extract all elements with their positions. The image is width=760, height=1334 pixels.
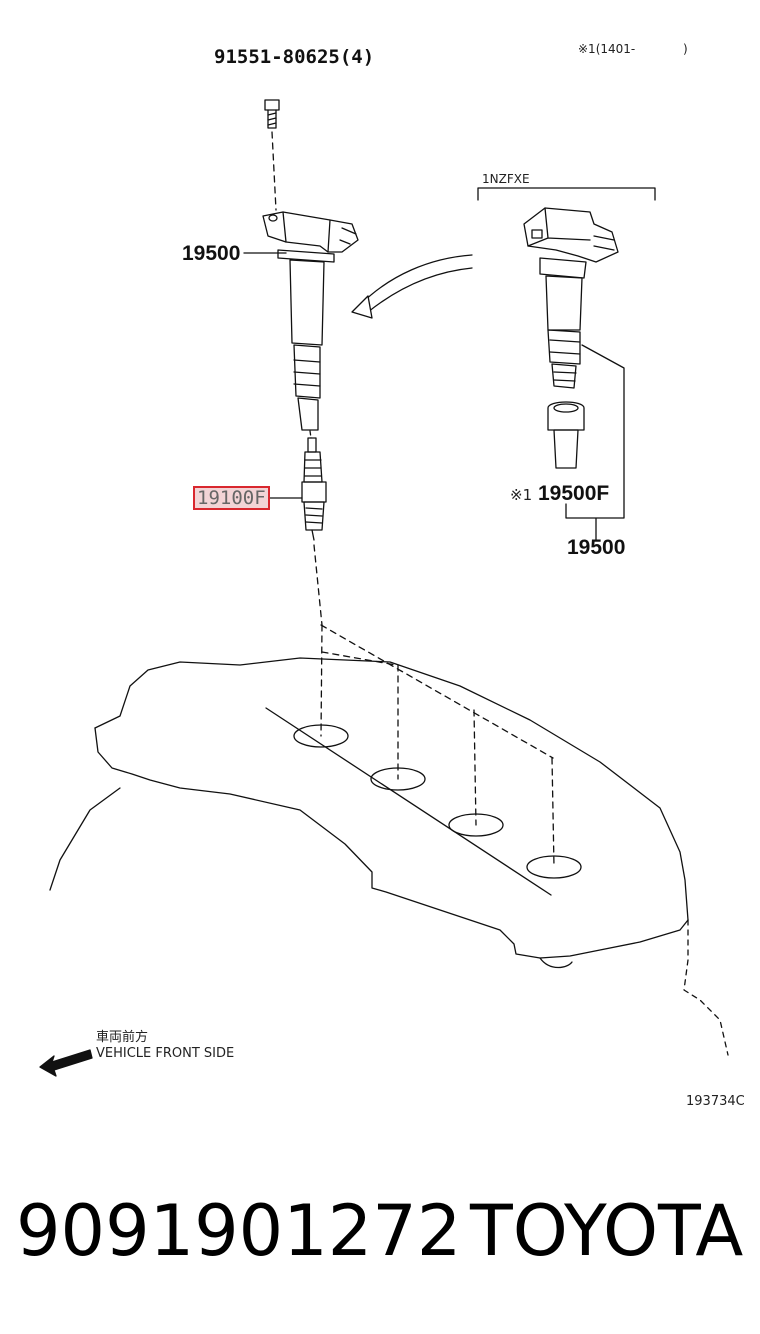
note-callout: ※1(1401- bbox=[578, 42, 636, 56]
front-side-label-jp: 車両前方 bbox=[96, 1030, 149, 1045]
bolt-centerline bbox=[271, 131, 277, 211]
part-number: 9091901272 bbox=[16, 1190, 462, 1272]
cylinder-dashed-lines bbox=[320, 624, 555, 868]
engine-head-drawing bbox=[49, 657, 729, 1056]
vehicle-front-arrow-icon bbox=[39, 1049, 93, 1077]
variant-bracket bbox=[477, 187, 656, 201]
coil-left-callout[interactable]: 19500 bbox=[182, 242, 241, 265]
bolt-drawing bbox=[264, 99, 280, 129]
spark-plug-drawing bbox=[301, 437, 327, 541]
curved-arrow bbox=[351, 254, 473, 319]
boot-callout-note: ※1 bbox=[510, 486, 533, 504]
note-callout-close: ) bbox=[683, 42, 688, 56]
bolt-callout[interactable]: 91551-80625(4) bbox=[214, 46, 375, 68]
coil-right-bracket bbox=[565, 344, 625, 541]
boot-callout[interactable]: 19500F bbox=[538, 482, 610, 505]
brand-name: TOYOTA bbox=[470, 1190, 744, 1272]
ignition-coil-left-drawing bbox=[262, 211, 359, 431]
diagram-code: 193734C bbox=[686, 1094, 745, 1109]
spark-plug-callout[interactable]: 19100F bbox=[193, 486, 270, 510]
ignition-coil-right-drawing bbox=[523, 207, 619, 389]
plug-centerline-bottom bbox=[313, 544, 323, 626]
coil-right-callout[interactable]: 19500 bbox=[567, 536, 626, 559]
plug-centerline-top bbox=[309, 430, 312, 439]
front-side-label-en: VEHICLE FRONT SIDE bbox=[96, 1046, 235, 1061]
variant-label: 1NZFXE bbox=[482, 172, 530, 186]
plug-boot-drawing bbox=[547, 401, 585, 469]
